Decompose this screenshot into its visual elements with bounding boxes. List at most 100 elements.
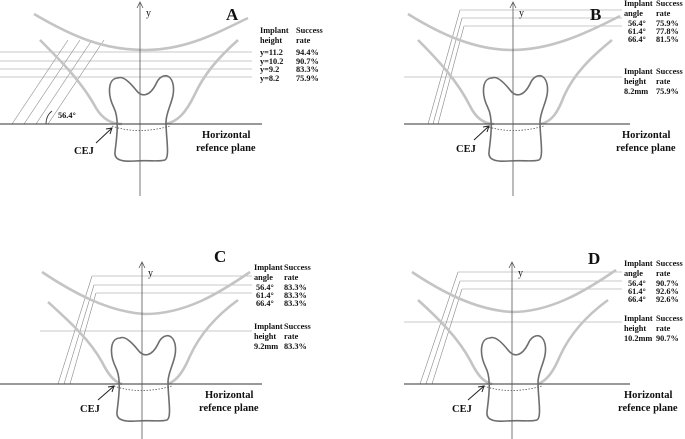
angle-table-header-col2-sub: rate <box>284 273 299 282</box>
cej-label: CEJ <box>456 144 476 155</box>
height-table-cell: 9.2mm <box>254 342 278 351</box>
height-table-header-col1: Implant <box>624 67 653 76</box>
height-table-header-col2: Success <box>656 314 684 323</box>
cej-label: CEJ <box>80 404 100 415</box>
plane-label-line-2: refence plane <box>196 143 256 154</box>
angle-table-cell: 66.4° <box>256 299 274 308</box>
plane-label-line-2: refence plane <box>616 143 676 154</box>
height-table-header-col2-sub: rate <box>284 332 299 341</box>
y-axis-arrow-icon <box>138 261 146 269</box>
bone-lower-outline <box>417 298 609 386</box>
angle-table-cell: 90.7% <box>656 279 679 288</box>
cej-label: CEJ <box>452 404 472 415</box>
cej-arrowhead-icon <box>477 385 485 393</box>
height-table-cell: 83.3% <box>284 342 307 351</box>
angle-table-cell: 56.4° <box>628 19 646 28</box>
y-axis-arrow-icon <box>508 261 516 269</box>
y-axis-label: y <box>519 8 524 19</box>
y-axis-arrow-icon <box>136 1 144 9</box>
angle-table-header-col1: Implant <box>624 259 653 268</box>
panel-letter: C <box>214 247 226 266</box>
cej-dotted-line <box>483 385 543 391</box>
cej-arrow <box>473 125 490 141</box>
angle-table-header-col1: Implant <box>254 263 283 272</box>
height-table-cell: 90.7% <box>656 334 679 343</box>
panel-letter: B <box>590 5 601 24</box>
height-table-header-col2: Success <box>656 67 684 76</box>
angle-table-cell: 83.3% <box>284 299 307 308</box>
bone-lower-outline <box>39 39 239 126</box>
cej-dotted-line <box>485 125 545 131</box>
cej-arrowhead-icon <box>107 385 115 393</box>
implant-line <box>425 280 461 385</box>
bone-lower-outline <box>417 38 613 126</box>
angle-table-cell: 66.4° <box>628 35 646 44</box>
angle-table-cell: 61.4° <box>628 27 646 36</box>
height-table-cell: 75.9% <box>656 87 679 96</box>
plane-label-line-1: Horizontal <box>622 130 670 141</box>
angle-table-cell: 92.6% <box>656 287 679 296</box>
angle-table-cell: 56.4° <box>628 279 646 288</box>
table-cell: y=10.2 <box>260 57 283 66</box>
table-cell: y=11.2 <box>260 48 283 57</box>
angle-table-cell: 61.4° <box>256 291 274 300</box>
panel-c: y CEJ Horizontal refence plane C Implant… <box>0 247 312 439</box>
bone-upper-outline <box>41 270 251 316</box>
table-cell: 94.4% <box>296 48 319 57</box>
height-table-header-col1: Implant <box>254 322 283 331</box>
plane-label-line-1: Horizontal <box>205 390 253 401</box>
table-header-col2-sub: rate <box>296 36 311 45</box>
y-axis-label: y <box>148 268 153 279</box>
implant-line <box>23 39 81 125</box>
height-table-header-col2: Success <box>284 322 312 331</box>
height-table-header-col2-sub: rate <box>656 77 671 86</box>
angle-label: 56.4° <box>58 111 76 120</box>
angle-table-header-col2: Success <box>656 0 684 8</box>
cej-arrow <box>467 385 485 401</box>
table-cell: y=8.2 <box>260 74 279 83</box>
angle-table-header-col1-sub: angle <box>624 9 643 18</box>
angle-table-header-col2-sub: rate <box>656 269 671 278</box>
plane-label-line-2: refence plane <box>618 403 678 414</box>
table-cell: 90.7% <box>296 57 319 66</box>
panel-d: y CEJ Horizontal refence plane D Implant… <box>404 249 684 439</box>
table-header-col1: Implant <box>260 26 289 35</box>
height-table-header-col1-sub: height <box>624 77 646 86</box>
implant-line <box>35 39 93 125</box>
angle-table-header-col2: Success <box>284 263 312 272</box>
tooth-outline <box>480 334 547 423</box>
implant-line <box>69 292 97 385</box>
table-cell: 83.3% <box>296 65 319 74</box>
bone-upper-outline <box>411 268 617 314</box>
cej-dotted-line <box>113 385 173 391</box>
cej-arrowhead-icon <box>105 127 113 135</box>
height-table-header-col1: Implant <box>624 314 653 323</box>
height-table-header-col1-sub: height <box>254 332 276 341</box>
implant-line <box>419 271 459 385</box>
implant-line <box>431 288 463 385</box>
panel-b: y CEJ Horizontal refence plane B Implant… <box>404 0 684 196</box>
angle-table-cell: 83.3% <box>284 283 307 292</box>
plane-label-line-2: refence plane <box>199 403 259 414</box>
bone-lower-outline <box>47 298 239 386</box>
tooth-outline <box>482 74 549 163</box>
plane-label-line-1: Horizontal <box>202 130 250 141</box>
height-table-header-col1-sub: height <box>624 324 646 333</box>
table-header-col2: Success <box>296 26 324 35</box>
angle-table-cell: 81.5% <box>656 35 679 44</box>
implant-line <box>47 39 105 125</box>
panel-a: y 56.4° CEJ Horizontal refence plane A I… <box>0 1 324 196</box>
angle-table-header-col1-sub: angle <box>254 273 273 282</box>
angle-table-cell: 66.4° <box>628 295 646 304</box>
height-table-cell: 10.2mm <box>624 334 652 343</box>
angle-table-cell: 56.4° <box>256 283 274 292</box>
cej-label: CEJ <box>74 146 94 157</box>
angle-table-header-col1-sub: angle <box>624 269 643 278</box>
implant-line <box>57 275 93 385</box>
angle-table-cell: 92.6% <box>656 295 679 304</box>
angle-table-cell: 83.3% <box>284 291 307 300</box>
y-axis-arrow-icon <box>509 1 517 9</box>
angle-table-cell: 77.8% <box>656 27 679 36</box>
y-axis-label: y <box>146 8 151 19</box>
